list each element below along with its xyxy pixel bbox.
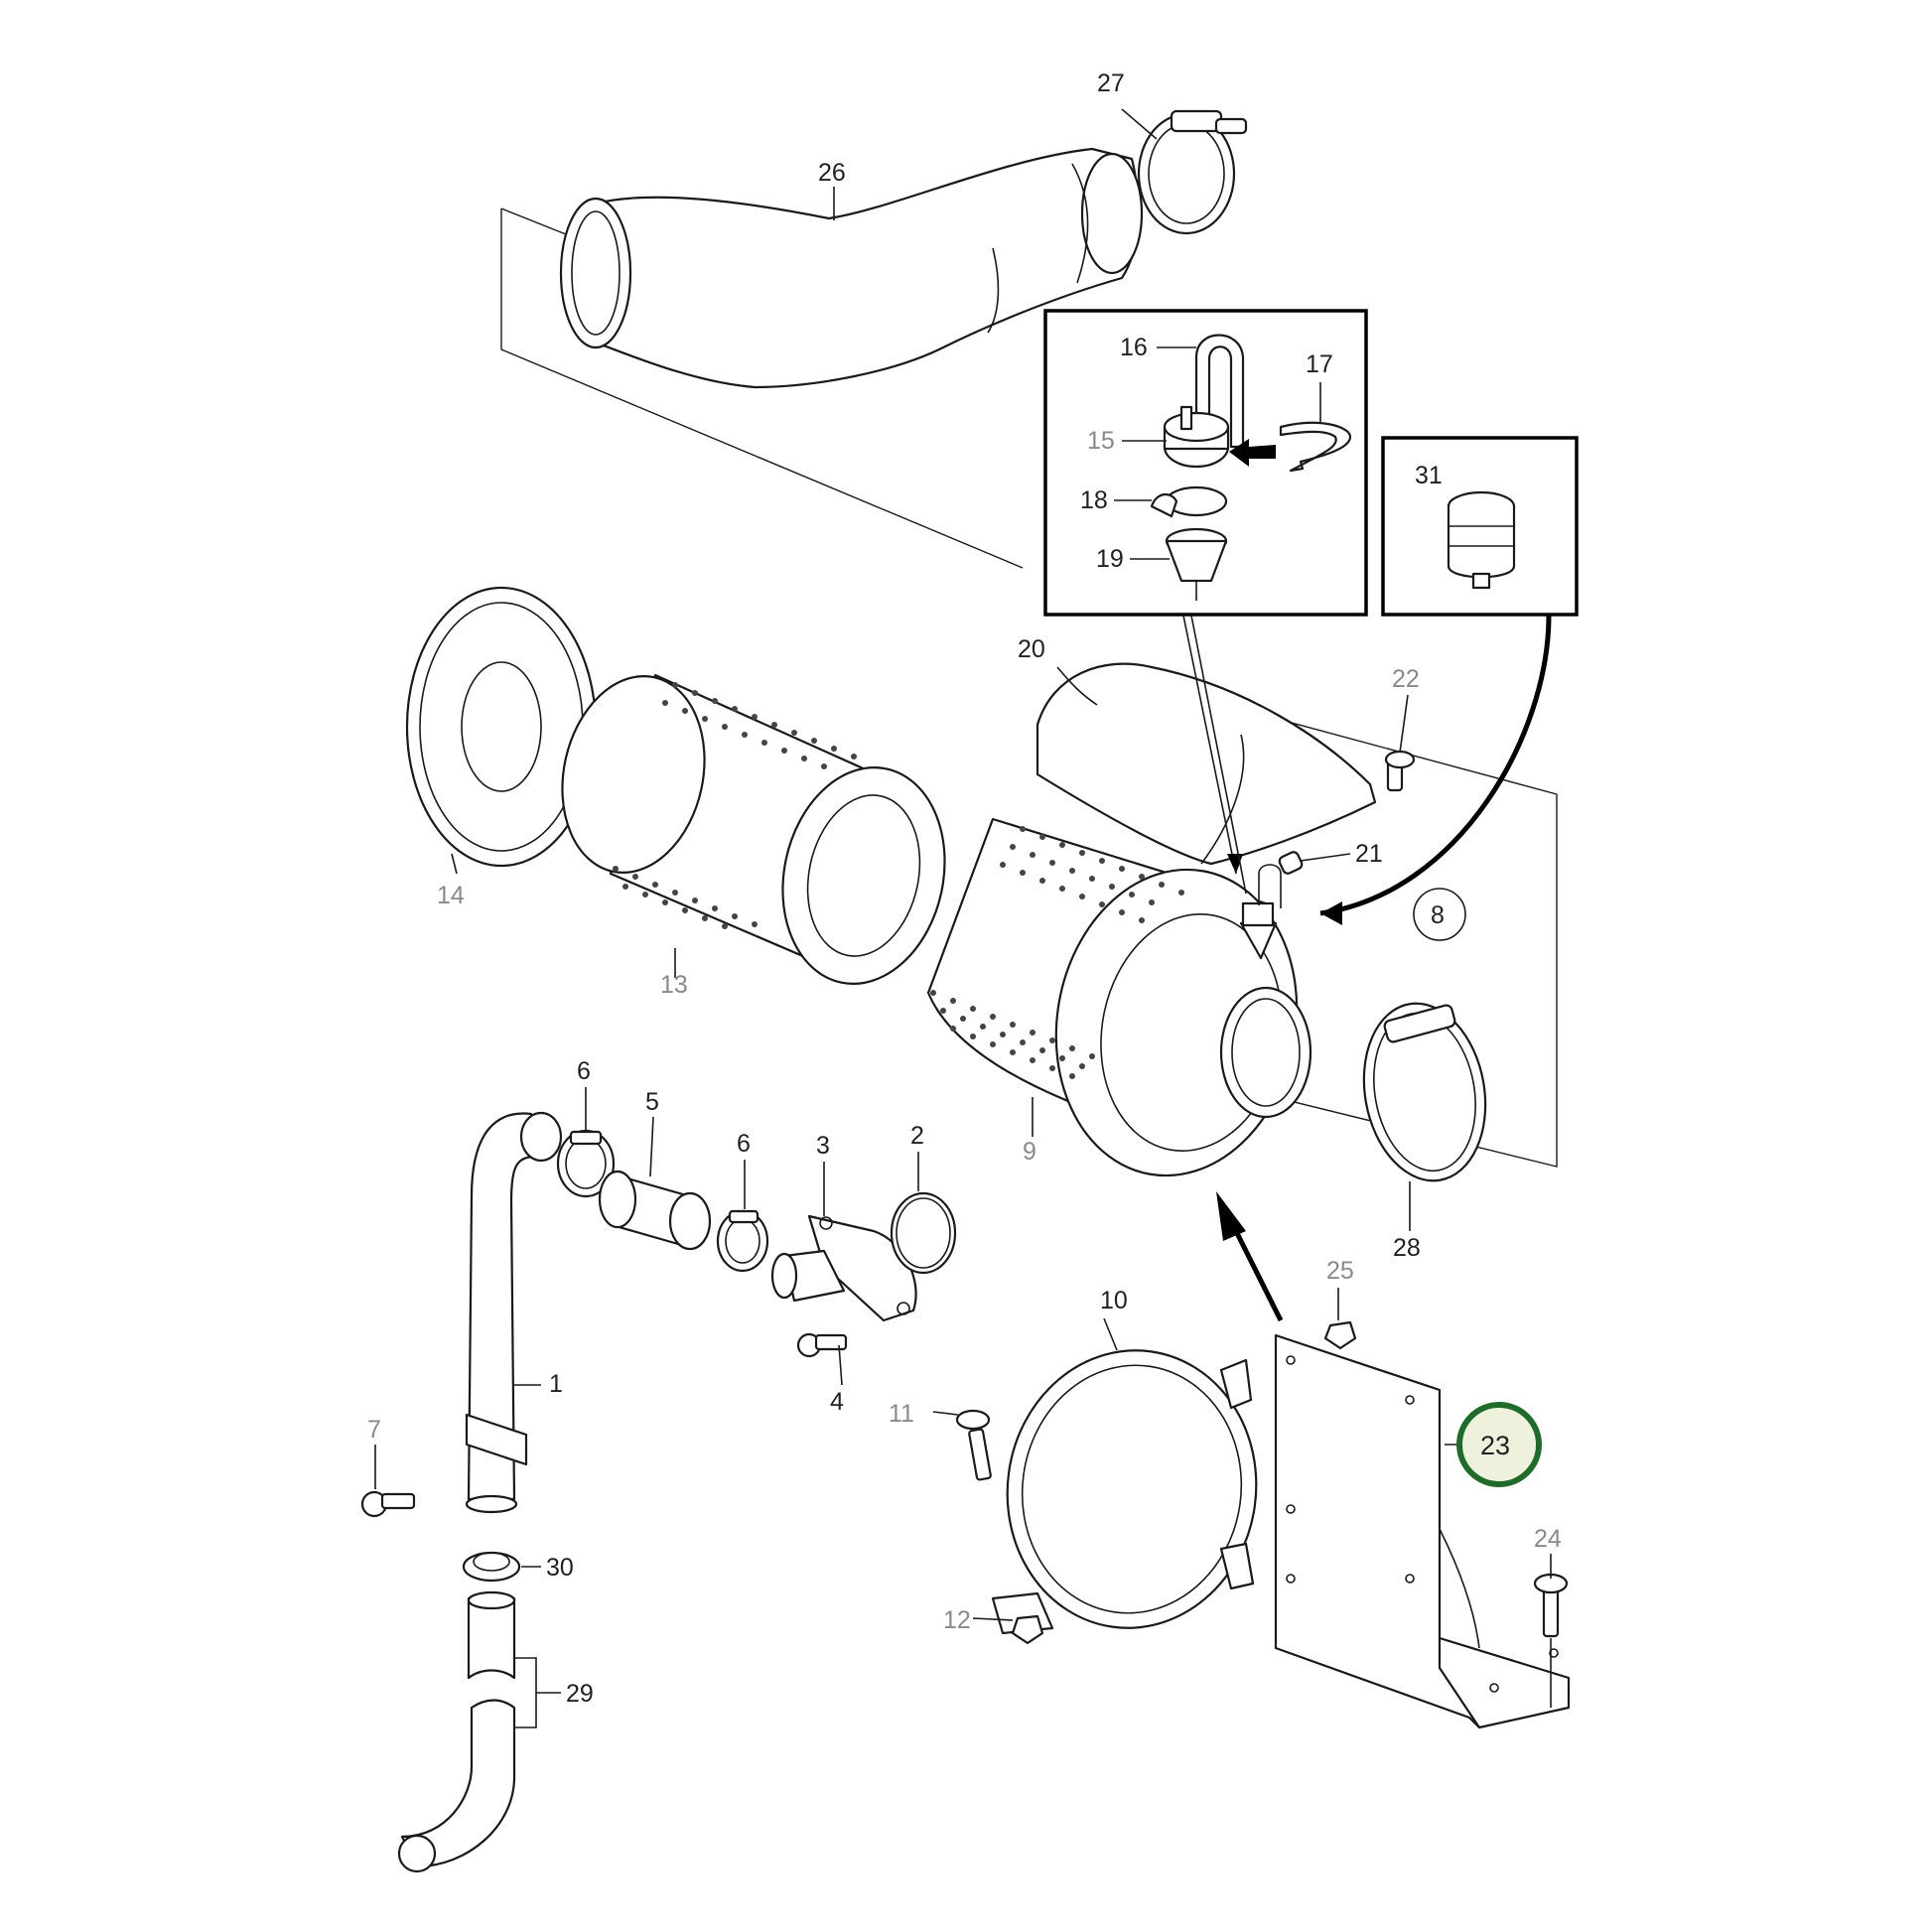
clamp-6a[interactable] bbox=[556, 1129, 616, 1198]
label-26: 26 bbox=[818, 159, 846, 187]
label-11: 11 bbox=[889, 1400, 914, 1428]
bracket-ring-10[interactable] bbox=[990, 1334, 1275, 1644]
hose-clamp-27[interactable] bbox=[1137, 109, 1248, 235]
label-6b: 6 bbox=[737, 1130, 751, 1158]
filter-housing-9[interactable] bbox=[926, 817, 1320, 1194]
screw-22[interactable] bbox=[1384, 750, 1416, 792]
label-25: 25 bbox=[1326, 1257, 1354, 1285]
nut-12[interactable] bbox=[1011, 1614, 1044, 1645]
label-31: 31 bbox=[1415, 462, 1443, 489]
label-29: 29 bbox=[566, 1680, 594, 1708]
callout-labels: 27 26 16 17 15 18 19 31 20 22 21 8 14 13… bbox=[367, 69, 1562, 1708]
ref-circle-8 bbox=[1413, 888, 1466, 941]
assembly-arrow bbox=[1216, 1191, 1284, 1322]
label-19: 19 bbox=[1096, 545, 1124, 573]
housing-perforations bbox=[930, 826, 1184, 1079]
label-15: 15 bbox=[1087, 427, 1115, 455]
label-21: 21 bbox=[1355, 840, 1383, 868]
label-1: 1 bbox=[549, 1370, 563, 1398]
label-23: 23 bbox=[1480, 1431, 1510, 1460]
clamp-28[interactable] bbox=[1350, 994, 1498, 1190]
filter-perforations bbox=[613, 682, 857, 929]
label-2: 2 bbox=[910, 1122, 924, 1150]
o-ring-2[interactable] bbox=[890, 1191, 957, 1275]
service-indicator-31[interactable] bbox=[1447, 490, 1516, 590]
nut-25[interactable] bbox=[1323, 1320, 1357, 1350]
label-28: 28 bbox=[1393, 1234, 1421, 1262]
label-18: 18 bbox=[1080, 486, 1108, 514]
label-14: 14 bbox=[437, 882, 465, 909]
label-20: 20 bbox=[1018, 635, 1045, 663]
filter-element-13[interactable] bbox=[545, 663, 964, 1000]
label-22: 22 bbox=[1392, 665, 1420, 693]
label-17: 17 bbox=[1306, 350, 1333, 378]
label-27: 27 bbox=[1097, 69, 1125, 97]
label-10: 10 bbox=[1100, 1287, 1128, 1314]
clamp-6b[interactable] bbox=[716, 1209, 769, 1273]
spacer-21[interactable] bbox=[1278, 851, 1304, 876]
label-16: 16 bbox=[1120, 334, 1148, 361]
pipe-1[interactable] bbox=[465, 1111, 563, 1514]
hose-5[interactable] bbox=[598, 1170, 712, 1251]
label-6a: 6 bbox=[577, 1057, 591, 1085]
bolt-4[interactable] bbox=[796, 1332, 848, 1358]
hose-29[interactable] bbox=[397, 1590, 516, 1873]
assembly-frame-lines bbox=[500, 207, 1558, 1168]
label-7: 7 bbox=[367, 1416, 381, 1444]
elbow-3[interactable] bbox=[770, 1214, 917, 1322]
label-12: 12 bbox=[943, 1606, 971, 1634]
label-30: 30 bbox=[546, 1554, 574, 1582]
bolt-7[interactable] bbox=[360, 1490, 416, 1518]
label-3: 3 bbox=[816, 1132, 830, 1160]
label-24: 24 bbox=[1534, 1525, 1562, 1553]
inset-leader-lines bbox=[1182, 615, 1552, 925]
highlight-ring-23[interactable] bbox=[1456, 1402, 1542, 1487]
callout-leaders bbox=[374, 108, 1552, 1728]
intake-hose-26[interactable] bbox=[559, 147, 1144, 389]
bolt-24[interactable] bbox=[1533, 1573, 1569, 1638]
inset-valve-parts[interactable] bbox=[1150, 334, 1352, 602]
nut-30[interactable] bbox=[462, 1551, 521, 1583]
bolt-11[interactable] bbox=[955, 1409, 992, 1481]
label-9: 9 bbox=[1023, 1138, 1036, 1166]
label-5: 5 bbox=[645, 1088, 659, 1116]
label-4: 4 bbox=[830, 1388, 844, 1416]
label-13: 13 bbox=[660, 971, 688, 999]
shield-20[interactable] bbox=[1035, 662, 1377, 866]
mounting-bracket-23[interactable] bbox=[1274, 1333, 1571, 1729]
label-8: 8 bbox=[1431, 901, 1445, 929]
